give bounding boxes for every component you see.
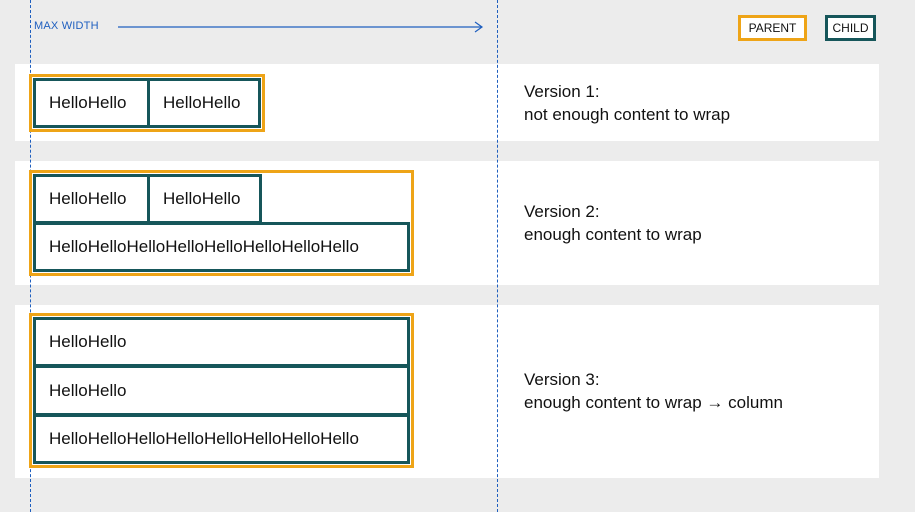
v3-parent-box (29, 313, 414, 468)
v2-child-1: HelloHello (33, 174, 150, 224)
v2-child-3: HelloHelloHelloHelloHelloHelloHelloHello (33, 222, 410, 272)
v3-child-2: HelloHello (33, 365, 410, 416)
v1-parent-box (29, 74, 265, 132)
v2-text: enough content to wrap (524, 225, 702, 244)
legend-child: CHILD (825, 15, 876, 41)
v1-child-1: HelloHello (33, 78, 150, 128)
v3-child-1: HelloHello (33, 317, 410, 367)
v2-description: Version 2: enough content to wrap (524, 200, 702, 246)
max-width-right-guide (497, 0, 498, 512)
v1-child-2: HelloHello (147, 78, 261, 128)
v3-child-3: HelloHelloHelloHelloHelloHelloHelloHello (33, 414, 410, 464)
v1-description: Version 1: not enough content to wrap (524, 80, 730, 126)
v3-title: Version 3: (524, 370, 600, 389)
v3-description: Version 3: enough content to wrap → colu… (524, 368, 783, 414)
max-width-label: MAX WIDTH (34, 20, 99, 32)
legend-parent: PARENT (738, 15, 807, 41)
v2-parent-box (29, 170, 414, 276)
v2-child-2: HelloHello (147, 174, 262, 224)
v1-title: Version 1: (524, 82, 600, 101)
v2-title: Version 2: (524, 202, 600, 221)
max-width-arrow-icon (118, 21, 484, 33)
v3-text: enough content to wrap → column (524, 393, 783, 412)
v1-text: not enough content to wrap (524, 105, 731, 124)
